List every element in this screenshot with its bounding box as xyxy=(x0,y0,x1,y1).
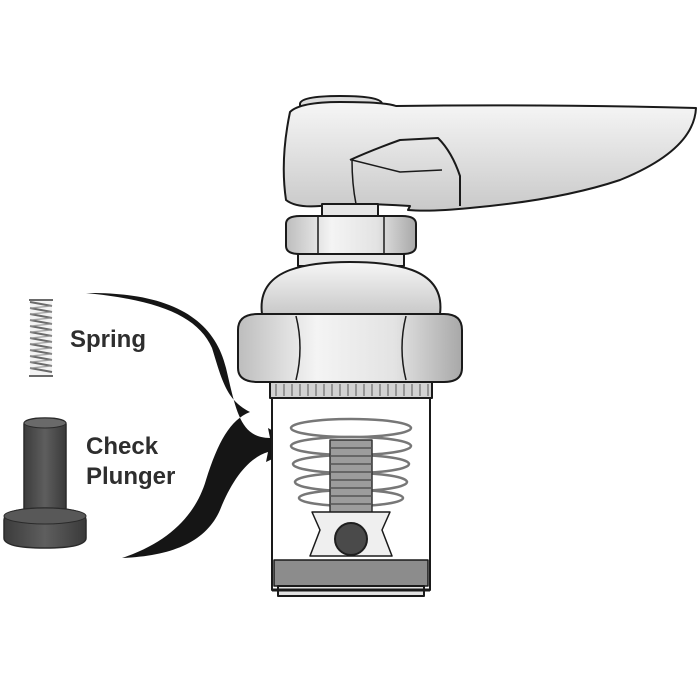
check-plunger-label-line1: Check xyxy=(86,433,159,460)
large-hex-nut xyxy=(237,313,463,383)
check-ball xyxy=(334,522,368,556)
bonnet-dome xyxy=(260,261,442,315)
check-plunger-label-line2: Plunger xyxy=(86,463,176,490)
check-plunger-label: Check Plunger xyxy=(86,432,175,492)
knurled-ring xyxy=(269,381,433,399)
faucet-cartridge xyxy=(237,95,697,597)
lever-handle xyxy=(282,101,697,212)
loose-check-plunger xyxy=(3,417,87,549)
small-hex-nut xyxy=(285,215,417,255)
bottom-seal-band xyxy=(273,559,429,587)
loose-spring xyxy=(29,299,53,377)
spring-label: Spring xyxy=(70,326,146,353)
